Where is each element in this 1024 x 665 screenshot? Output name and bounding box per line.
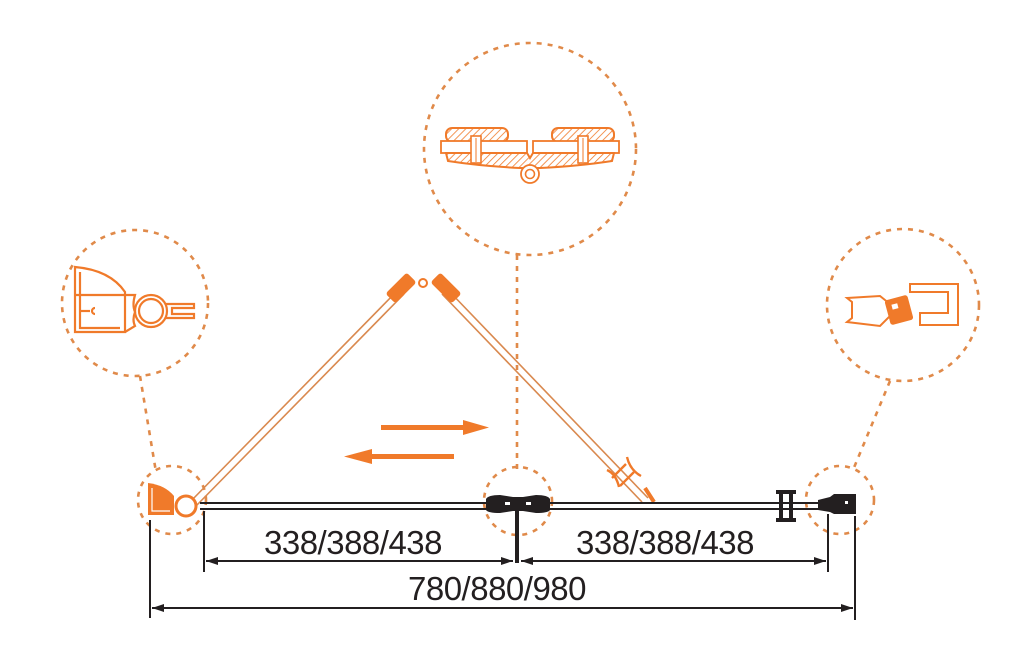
leader-line xyxy=(851,380,892,471)
left-wall-fixture-icon xyxy=(148,483,198,518)
center-hinge-fixture-icon xyxy=(486,495,550,563)
callout-magnetic-seal-right xyxy=(825,227,981,471)
callout-circle xyxy=(60,228,210,378)
callout-circle-center-base xyxy=(482,465,554,537)
callout-center-hinge xyxy=(422,41,638,470)
dimension-overall-label: 780/880/980 xyxy=(408,570,587,607)
door-handle-icon xyxy=(606,456,656,504)
leader-line xyxy=(138,375,158,473)
callout-wall-profile-left xyxy=(60,228,210,473)
motion-arrows xyxy=(344,420,489,464)
right-wall-fixture-icon xyxy=(818,494,856,514)
callout-circle xyxy=(825,227,981,383)
door-stopper-icon xyxy=(776,490,796,522)
callout-circle-left-base xyxy=(136,464,208,536)
dimension-lines xyxy=(149,511,856,620)
hinge-joint-icon xyxy=(386,273,461,303)
callout-circle-right-base xyxy=(804,464,876,536)
dimension-right-panel-label: 338/388/438 xyxy=(576,524,755,561)
wall-profile-icon xyxy=(73,265,196,334)
magnetic-seal-icon xyxy=(844,283,959,328)
arrow-right-icon xyxy=(381,420,489,435)
arrow-left-icon xyxy=(344,449,454,464)
callout-circle xyxy=(422,41,638,257)
dimension-left-panel-label: 338/388/438 xyxy=(264,524,443,561)
closed-door-line xyxy=(200,502,820,510)
hinge-section-icon xyxy=(440,127,620,184)
folded-door-panels xyxy=(189,289,649,507)
